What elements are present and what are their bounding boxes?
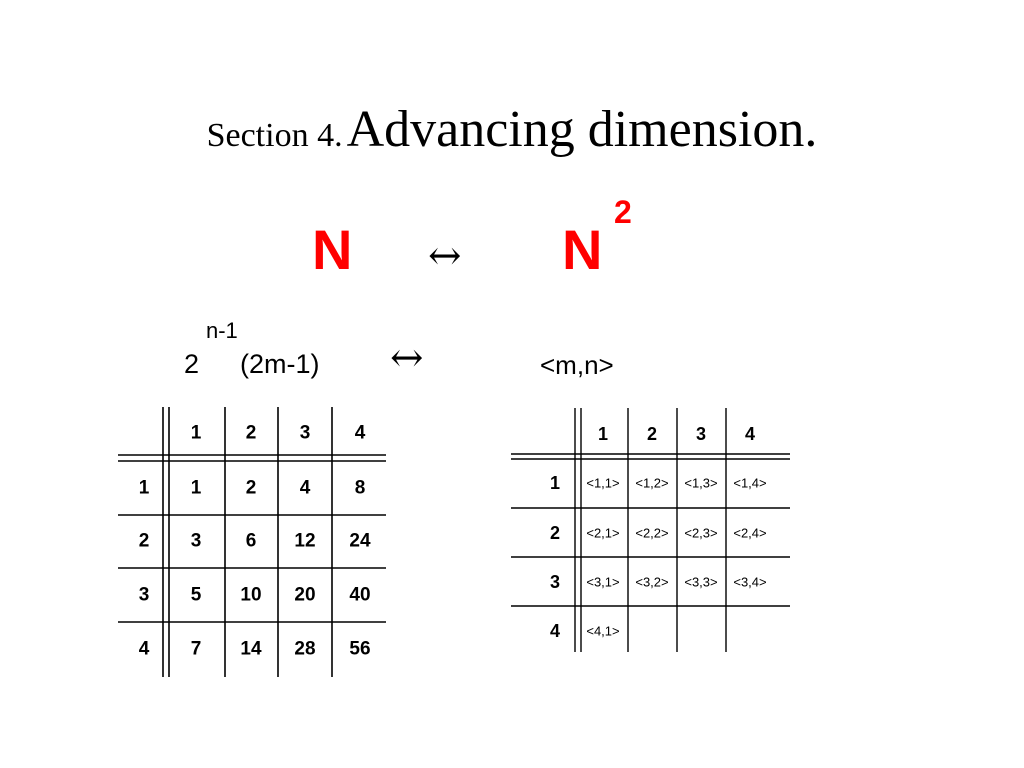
column-header: 1 (598, 424, 608, 444)
table-cell: <3,3> (684, 575, 717, 590)
table-cell: <2,4> (733, 526, 766, 541)
section-label: Section 4. (206, 117, 343, 154)
set-n-squared: N (562, 218, 603, 281)
slide-title: Section 4. Advancing dimension. (0, 100, 1024, 159)
table-cell: 1 (191, 478, 202, 499)
table-cell: 12 (294, 531, 315, 552)
formula-exponent: n-1 (206, 318, 238, 343)
table-cell: 56 (349, 639, 370, 660)
table-cell: 10 (240, 585, 261, 606)
table-cell: <4,1> (586, 624, 619, 639)
column-header: 4 (745, 424, 755, 444)
column-header: 3 (696, 424, 706, 444)
row-header: 3 (550, 572, 560, 592)
bijection-arrow-top: ↔ (428, 233, 462, 279)
pair-notation: <m,n> (540, 350, 614, 380)
section-heading: Advancing dimension. (346, 101, 818, 158)
table-cell: 8 (355, 478, 366, 499)
table-cell: <1,2> (635, 476, 668, 491)
formula-base: 2 (184, 349, 200, 379)
table-cell: <2,2> (635, 526, 668, 541)
row-header: 4 (550, 621, 560, 641)
table-cell: 24 (349, 531, 371, 552)
row-header: 2 (139, 531, 150, 552)
table-cell: 3 (191, 531, 202, 552)
bijection-arrow-bottom: ↔ (390, 335, 424, 381)
table-cell: <3,1> (586, 575, 619, 590)
table-cell: 28 (294, 639, 315, 660)
table-cell: <2,1> (586, 526, 619, 541)
row-header: 1 (550, 473, 560, 493)
table-cell: 4 (300, 478, 311, 499)
table-cell: 20 (294, 585, 315, 606)
column-header: 2 (246, 423, 257, 444)
table-cell: 2 (246, 478, 257, 499)
table-cell: <2,3> (684, 526, 717, 541)
column-header: 2 (647, 424, 657, 444)
table-cell: 40 (349, 585, 370, 606)
formula-factor: (2m-1) (240, 349, 320, 379)
set-n: N (312, 218, 353, 281)
table-cell: <1,1> (586, 476, 619, 491)
row-header: 3 (139, 585, 150, 606)
table-cell: <1,4> (733, 476, 766, 491)
row-header: 4 (139, 639, 150, 660)
exponent-two: 2 (614, 194, 632, 230)
column-header: 4 (355, 423, 366, 444)
table-cell: 5 (191, 585, 202, 606)
table-cell: 6 (246, 531, 257, 552)
table-cell: <3,2> (635, 575, 668, 590)
table-cell: 7 (191, 639, 202, 660)
table-cell: <1,3> (684, 476, 717, 491)
column-header: 3 (300, 423, 311, 444)
row-header: 1 (139, 478, 150, 499)
table-cell: <3,4> (733, 575, 766, 590)
table-cell: 14 (240, 639, 262, 660)
row-header: 2 (550, 523, 560, 543)
table-right: 1 2 3 4 1 2 3 4 <1,1> <1,2> <1,3> <1,4> <2,1> <2,2> <2… (511, 408, 790, 652)
column-header: 1 (191, 423, 202, 444)
